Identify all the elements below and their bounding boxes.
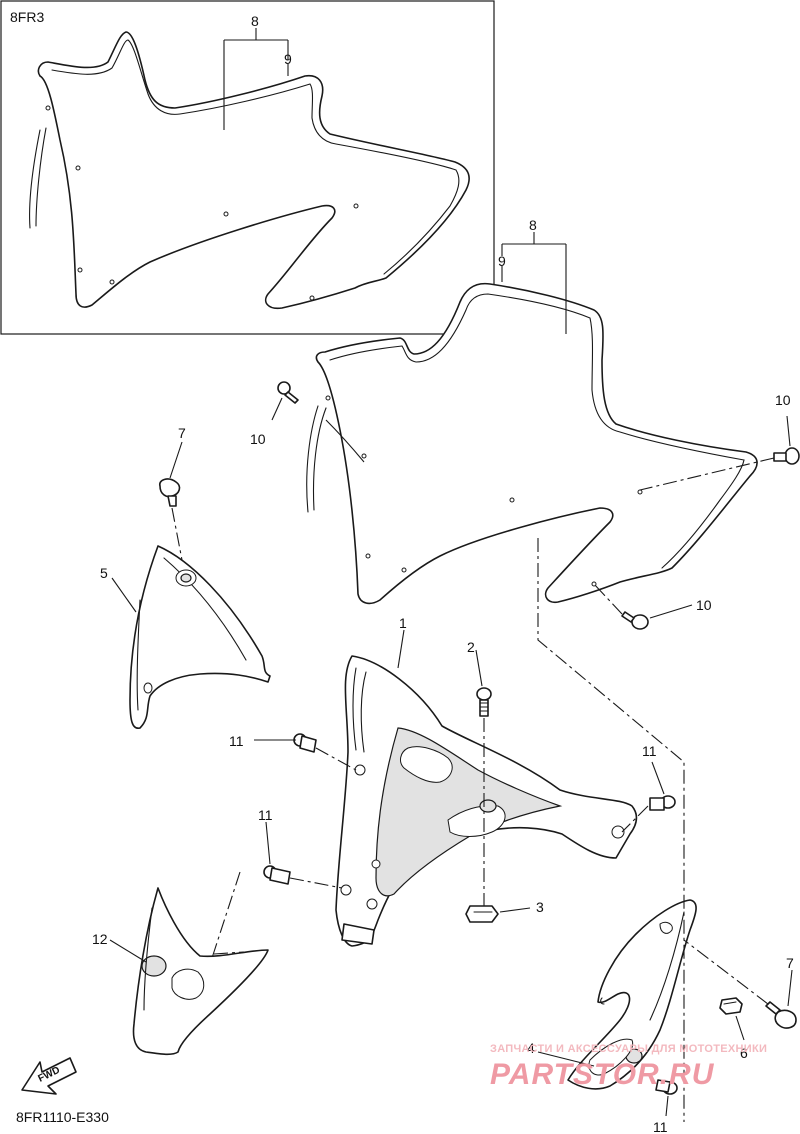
callout-10-left: 10 <box>250 431 266 447</box>
callout-1: 1 <box>399 615 407 631</box>
reference-line-right <box>537 538 685 1122</box>
clip-6: 6 <box>719 997 748 1061</box>
watermark-tagline: ЗАПЧАСТИ И АКСЕССУАРЫ ДЛЯ МОТОТЕХНИКИ <box>490 1043 767 1055</box>
inset-windshield <box>29 31 470 310</box>
callout-11-d: 11 <box>653 1119 668 1134</box>
callout-10-right: 10 <box>775 392 791 408</box>
panel-4: 4 <box>527 899 697 1090</box>
callout-5: 5 <box>100 565 108 581</box>
panel-5: 5 <box>100 545 271 729</box>
grommet-11-b: 11 <box>621 743 676 833</box>
nut-3: 3 <box>465 899 544 923</box>
callout-10-lower: 10 <box>696 597 712 613</box>
bolt-7-upper: 7 <box>158 425 186 561</box>
callout-9-inset: 9 <box>284 51 292 67</box>
grommet-11-a: 11 <box>229 733 357 771</box>
callout-11-b: 11 <box>642 743 657 759</box>
cowl-1: 1 <box>335 615 638 947</box>
callout-8-main: 8 <box>529 217 537 233</box>
grommet-11-c: 11 <box>258 807 343 889</box>
screw-10-left: 10 <box>250 381 299 447</box>
callout-11-c: 11 <box>258 807 273 823</box>
watermark: ЗАПЧАСТИ И АКСЕССУАРЫ ДЛЯ МОТОТЕХНИКИ PA… <box>490 1043 767 1091</box>
grommet-11-d: 11 <box>653 1079 678 1134</box>
watermark-brand: PARTSTOR.RU <box>490 1058 715 1091</box>
callout-9-main: 9 <box>498 253 506 269</box>
drawing-code: 8FR1110-E330 <box>16 1109 109 1125</box>
callout-6: 6 <box>740 1045 748 1061</box>
callout-12: 12 <box>92 931 108 947</box>
callout-3: 3 <box>536 899 544 915</box>
callout-4: 4 <box>527 1040 535 1056</box>
callout-2: 2 <box>467 639 475 655</box>
reference-line-left <box>213 951 245 955</box>
inset-panel: 8FR3 8 9 <box>0 0 495 335</box>
screw-10-lower: 10 <box>593 583 712 630</box>
screw-10-right: 10 <box>639 392 800 491</box>
bolt-7-lower: 7 <box>683 939 797 1029</box>
callout-11-a: 11 <box>229 733 244 749</box>
screw-2: 2 <box>467 639 492 906</box>
fwd-arrow-icon: FWD <box>21 1057 77 1095</box>
main-windshield: 8 9 <box>306 217 758 605</box>
callout-7-lower: 7 <box>786 955 794 971</box>
inset-model-code: 8FR3 <box>10 9 44 25</box>
callout-8-inset: 8 <box>251 13 259 29</box>
panel-12: 12 <box>92 871 269 1056</box>
callout-7-upper: 7 <box>178 425 186 441</box>
